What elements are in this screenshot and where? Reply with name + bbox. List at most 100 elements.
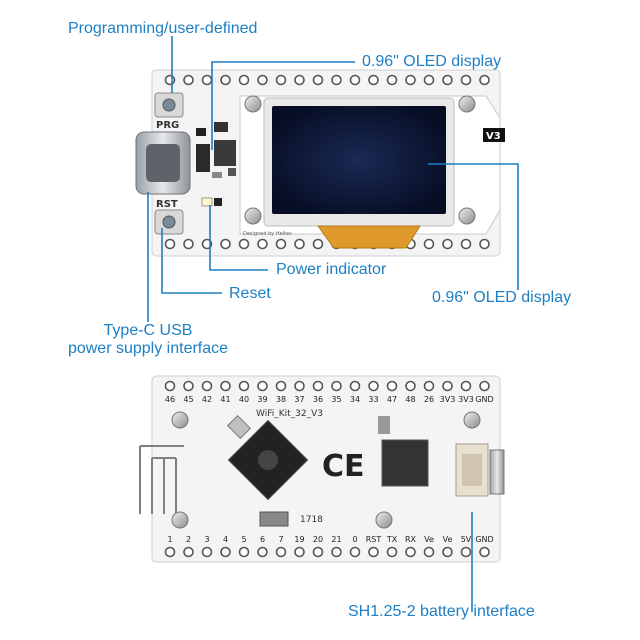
header-hole: [331, 74, 342, 86]
header-hole: [275, 380, 287, 392]
pin-label: 6: [260, 535, 265, 544]
header-hole: [275, 546, 287, 558]
header-hole: [405, 74, 416, 86]
header-hole: [257, 238, 268, 250]
header-hole: [201, 74, 213, 86]
callout-usb: Type-C USB power supply interface: [50, 322, 246, 358]
header-hole: [423, 380, 435, 392]
pin-label: 40: [239, 395, 249, 404]
screw: [458, 95, 476, 113]
pin-label: 48: [405, 395, 415, 404]
usb-uart-chip: [381, 439, 429, 487]
header-hole: [164, 380, 176, 392]
callout-power-indicator: Power indicator: [276, 261, 387, 278]
screw: [458, 207, 476, 225]
header-hole: [294, 546, 305, 558]
top-header-holes-back: [164, 380, 490, 392]
crystal-text: 1718: [300, 515, 323, 525]
header-hole: [368, 74, 379, 86]
callout-reset: Reset: [229, 285, 271, 302]
oled-module: [239, 95, 501, 249]
header-hole: [442, 380, 453, 392]
header-hole: [257, 380, 268, 392]
header-hole: [183, 74, 194, 86]
header-hole: [220, 546, 231, 558]
header-hole: [257, 546, 268, 558]
header-hole: [312, 238, 324, 250]
ce-mark: CE: [322, 449, 365, 484]
pin-label: 5V: [461, 535, 472, 544]
pin-label: 1: [167, 535, 172, 544]
pin-label: 42: [202, 395, 212, 404]
callout-usb-line2: power supply interface: [67, 340, 229, 357]
callout-usb-line1: Type-C USB: [103, 322, 193, 339]
pin-label: Ve: [443, 535, 453, 544]
esp32-chip: [227, 419, 309, 501]
version-badge: [483, 128, 505, 142]
callout-oled-top: 0.96" OLED display: [362, 53, 502, 70]
pin-label: 41: [220, 395, 230, 404]
header-hole: [294, 380, 305, 392]
header-hole: [275, 238, 287, 250]
pin-label: 46: [165, 395, 175, 404]
header-hole: [460, 380, 472, 392]
screw: [171, 411, 189, 429]
pin-label: 36: [313, 395, 323, 404]
header-hole: [442, 74, 453, 86]
header-hole: [460, 74, 472, 86]
oled-screen: [272, 106, 446, 214]
pin-label: 21: [331, 535, 341, 544]
screw: [171, 511, 189, 529]
pcb-antenna: [139, 445, 184, 514]
rst-label: RST: [156, 199, 178, 210]
bottom-header-holes-back: [164, 546, 490, 558]
pin-label: 0: [352, 535, 357, 544]
pin-label: Ve: [424, 535, 434, 544]
pin-label: 35: [331, 395, 341, 404]
header-hole: [405, 380, 416, 392]
header-hole: [442, 546, 453, 558]
header-hole: [423, 74, 435, 86]
header-hole: [238, 546, 250, 558]
header-hole: [460, 546, 472, 558]
pin-label: 3: [204, 535, 209, 544]
header-hole: [479, 238, 490, 250]
header-hole: [275, 74, 287, 86]
pin-label: 34: [350, 395, 360, 404]
pin-label: 33: [368, 395, 378, 404]
header-hole: [238, 380, 250, 392]
usb-c-port[interactable]: [135, 131, 191, 195]
header-hole: [294, 238, 305, 250]
header-hole: [164, 238, 176, 250]
header-hole: [220, 74, 231, 86]
header-hole: [349, 380, 361, 392]
header-hole: [238, 238, 250, 250]
pin-label: 7: [278, 535, 283, 544]
header-hole: [423, 546, 435, 558]
callout-oled-right: 0.96" OLED display: [432, 289, 572, 306]
pin-label: 38: [276, 395, 286, 404]
header-hole: [201, 546, 213, 558]
prg-button[interactable]: [154, 92, 184, 118]
pin-label: TX: [386, 535, 398, 544]
smd-component: [378, 416, 390, 434]
header-hole: [386, 380, 398, 392]
pin-label: 4: [223, 535, 228, 544]
battery-connector[interactable]: [455, 443, 505, 497]
header-hole: [257, 74, 268, 86]
pin-label: 3V3: [458, 395, 474, 404]
designer-text: Designed by Heltec: [243, 231, 292, 237]
pin-label: 47: [387, 395, 397, 404]
header-hole: [331, 546, 342, 558]
pin-label: 5: [241, 535, 246, 544]
header-hole: [312, 74, 324, 86]
header-hole: [368, 380, 379, 392]
header-hole: [294, 74, 305, 86]
rst-button[interactable]: [154, 209, 184, 235]
header-hole: [201, 380, 213, 392]
model-text: WiFi_Kit_32_V3: [256, 409, 323, 419]
power-led: [201, 197, 222, 207]
screw: [244, 95, 262, 113]
